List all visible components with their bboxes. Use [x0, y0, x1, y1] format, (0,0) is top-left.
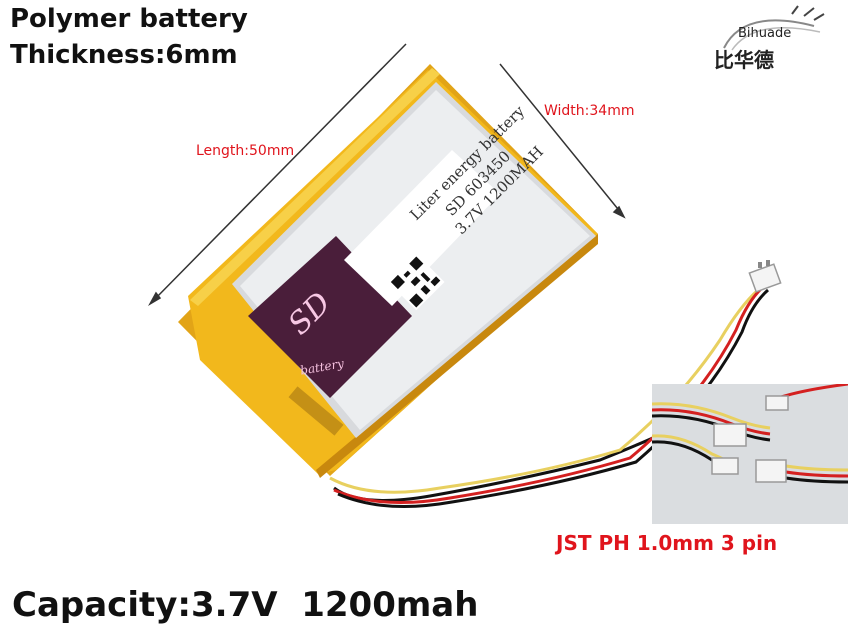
label-white-area [344, 150, 500, 306]
connector-inset-photo [652, 384, 848, 524]
brand-arc-icon [723, 5, 825, 51]
width-label: Width:34mm [544, 103, 635, 119]
connector-label: JST PH 1.0mm 3 pin [556, 531, 778, 555]
title-polymer-battery: Polymer battery [10, 4, 248, 34]
connector-detail-image [652, 384, 848, 524]
width-arrow [499, 63, 626, 219]
brand-logo: Bihuade 比华德 [704, 4, 844, 72]
length-label: Length:50mm [196, 143, 295, 159]
capacity-text: Capacity:3.7V 1200mah [12, 585, 479, 625]
battery-body: SD [178, 64, 598, 478]
length-arrow [148, 43, 407, 307]
brand-name-chinese: 比华德 [714, 48, 774, 72]
battery-wires [329, 284, 770, 508]
jst-connector [748, 260, 782, 293]
title-thickness: Thickness:6mm [10, 40, 238, 70]
brand-name-english: Bihuade [738, 26, 792, 41]
